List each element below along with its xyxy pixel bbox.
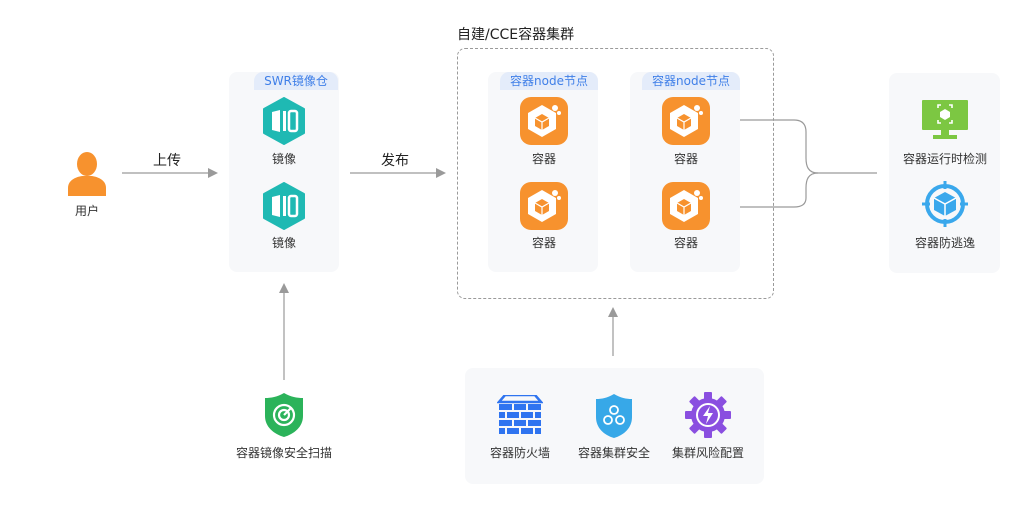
publish-label: 发布	[381, 153, 409, 169]
firewall-icon	[496, 393, 544, 435]
cluster-risk-config-label: 集群风险配置	[671, 446, 744, 460]
shield-hex-icon	[594, 393, 634, 439]
container-label: 容器	[673, 152, 698, 166]
gear-bolt-icon	[685, 392, 731, 438]
image-security-scan-label: 容器镜像安全扫描	[235, 446, 332, 460]
image-label: 镜像	[271, 236, 296, 250]
upload-label: 上传	[153, 153, 181, 169]
node-tag: 容器node节点	[500, 72, 598, 90]
escape-prevention-label: 容器防逃逸	[914, 236, 975, 250]
monitor-icon	[922, 100, 968, 140]
image-icon	[262, 182, 306, 230]
container-firewall-label: 容器防火墙	[489, 446, 550, 460]
node-tag: 容器node节点	[642, 72, 740, 90]
user-icon	[66, 150, 108, 196]
cluster-security-label: 容器集群安全	[577, 446, 650, 460]
container-icon	[662, 97, 710, 145]
container-label: 容器	[531, 236, 556, 250]
image-icon	[262, 97, 306, 145]
container-label: 容器	[673, 236, 698, 250]
user-label: 用户	[74, 204, 99, 218]
container-icon	[662, 182, 710, 230]
runtime-brace-arrow	[722, 115, 877, 212]
container-icon	[520, 182, 568, 230]
cluster-boundary	[457, 48, 774, 299]
image-label: 镜像	[271, 152, 296, 166]
swr-repository-tag: SWR镜像仓	[254, 72, 338, 90]
target-cube-icon	[922, 181, 968, 227]
runtime-detection-label: 容器运行时检测	[902, 152, 987, 166]
container-icon	[520, 97, 568, 145]
cluster-title: 自建/CCE容器集群	[457, 27, 575, 43]
container-label: 容器	[531, 152, 556, 166]
shield-radar-icon	[263, 392, 305, 438]
